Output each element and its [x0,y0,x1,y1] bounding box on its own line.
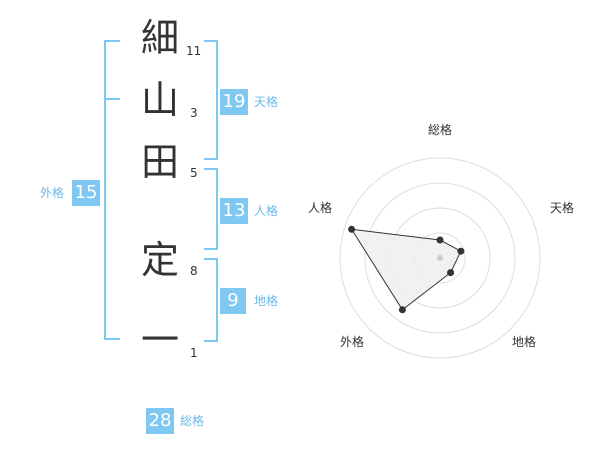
radar-point-1 [436,236,444,244]
jinkaku-badge: 13 [220,198,248,224]
stroke-count-5: 1 [190,346,198,360]
radar-center-dot [437,255,443,261]
tenkaku-label: 天格 [254,95,279,109]
name-char-1: 細 [140,16,179,60]
radar-point-5 [348,225,356,233]
radar-polygon [350,228,462,311]
axis-label-tenkaku: 天格 [550,200,574,215]
gaikaku-badge: 15 [72,180,100,206]
gaikaku-tick [104,98,120,100]
radar-point-3 [447,269,455,277]
tenkaku-badge: 19 [220,89,248,115]
chikaku-bracket [204,258,218,342]
stroke-count-2: 3 [190,106,198,120]
radar-rings [339,157,541,359]
soukaku-badge: 28 [146,408,174,434]
radar-points [348,225,465,314]
name-char-2: 山 [140,78,179,122]
radar-ring [364,182,516,334]
gaikaku-label: 外格 [40,186,65,200]
chikaku-label: 地格 [254,294,279,308]
stroke-count-3: 5 [190,166,198,180]
radar-point-4 [398,306,406,314]
axis-label-chikaku: 地格 [512,334,536,349]
radar-chart: 総格 天格 地格 外格 人格 [308,122,574,359]
name-char-4: 定 [140,238,179,282]
axis-label-jinkaku: 人格 [308,200,332,215]
jinkaku-bracket [204,168,218,250]
stroke-count-4: 8 [190,264,198,278]
chikaku-badge: 9 [220,288,246,314]
stroke-count-1: 11 [186,44,202,58]
tenkaku-bracket [204,40,218,160]
soukaku-label: 総格 [180,414,205,428]
axis-label-soukaku: 総格 [428,122,452,137]
gaikaku-bracket [104,40,120,340]
radar-point-2 [457,247,465,255]
jinkaku-label: 人格 [254,204,279,218]
axis-label-gaikaku: 外格 [340,334,364,349]
radar-ring [339,157,541,359]
name-char-3: 田 [140,140,179,184]
name-char-5: 一 [140,318,179,362]
